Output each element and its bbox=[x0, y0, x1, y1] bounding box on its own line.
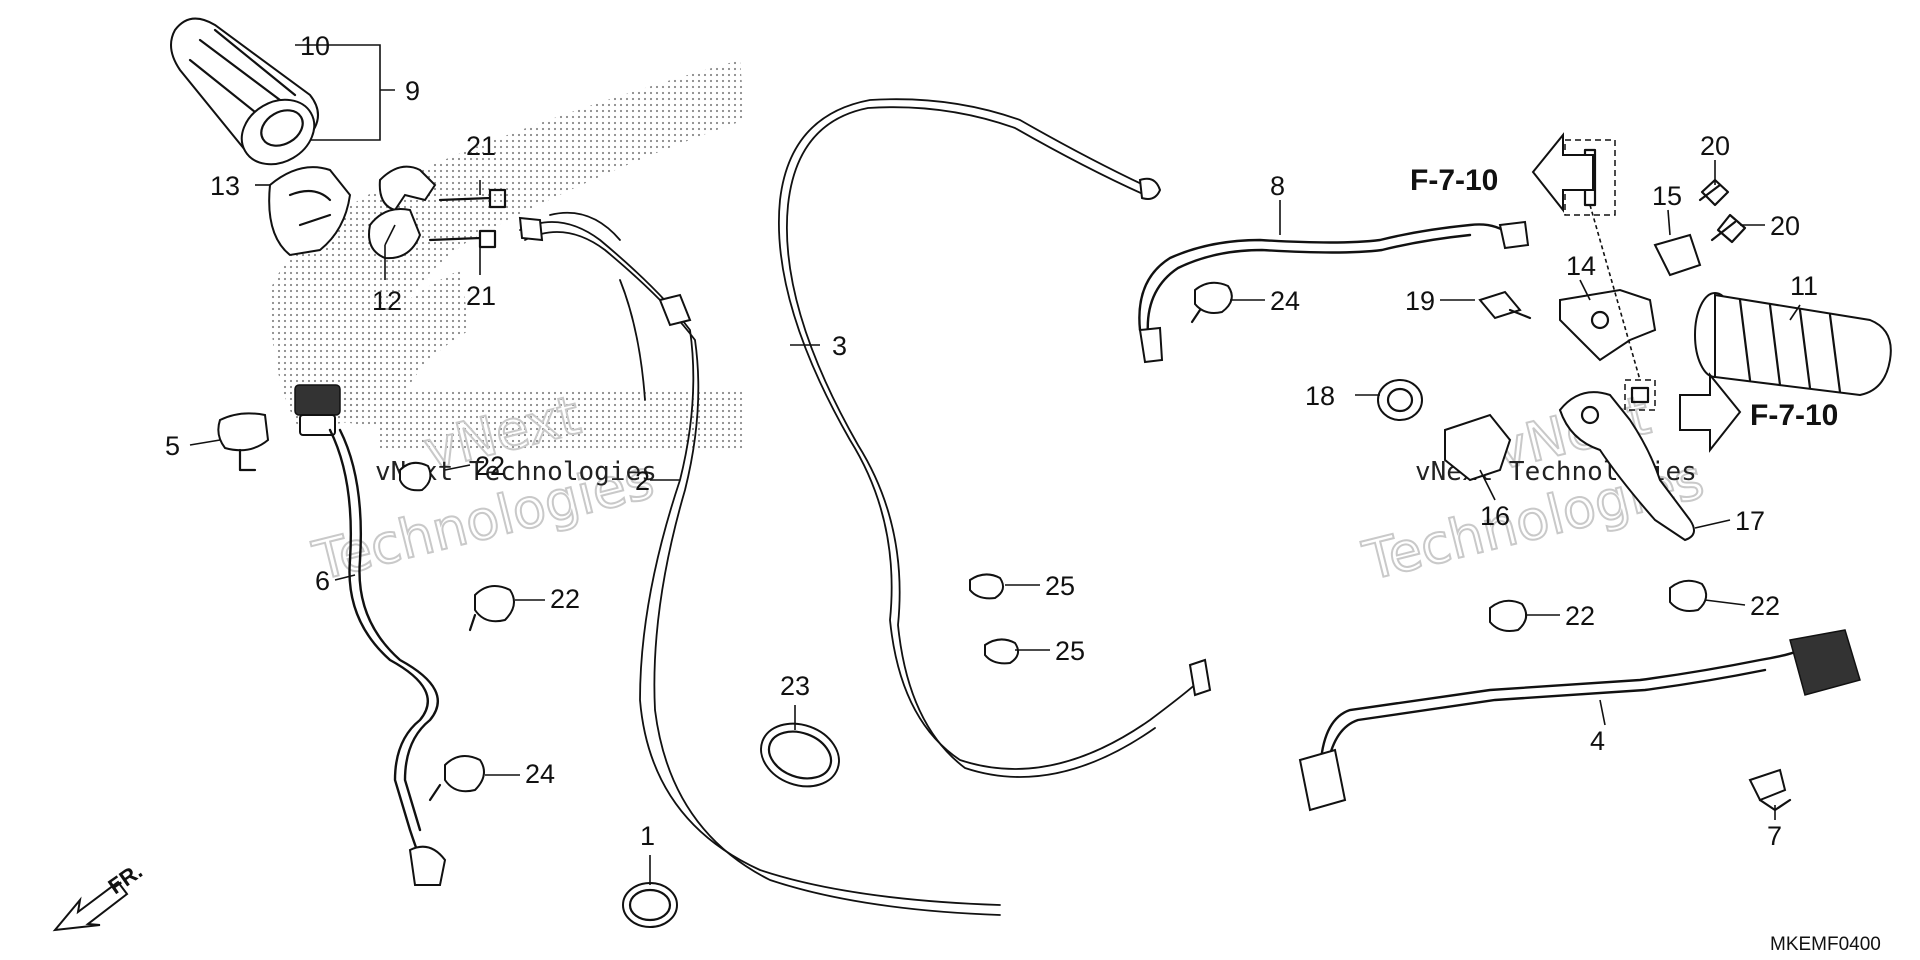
callout-9: 9 bbox=[405, 76, 420, 106]
bolt-part bbox=[1698, 178, 1747, 244]
callout-21-upper: 21 bbox=[466, 131, 496, 161]
callout-labels: 10 9 13 12 21 21 5 6 22 22 24 2 3 1 23 2… bbox=[104, 31, 1881, 955]
callout-10: 10 bbox=[300, 31, 330, 61]
callout-24-right: 24 bbox=[1270, 286, 1300, 316]
reference-arrow-lower bbox=[1679, 372, 1742, 453]
leader-lines bbox=[189, 44, 1801, 885]
cable-adjuster-part bbox=[1478, 290, 1532, 320]
callout-25-upper: 25 bbox=[1045, 571, 1075, 601]
kill-switch-part bbox=[217, 412, 270, 472]
front-direction-arrow bbox=[52, 880, 129, 932]
reference-arrow-upper bbox=[1531, 132, 1594, 213]
callout-25-lower: 25 bbox=[1055, 636, 1085, 666]
reference-label-lower: F-7-10 bbox=[1750, 399, 1838, 432]
callout-5: 5 bbox=[165, 431, 180, 461]
callout-19: 19 bbox=[1405, 286, 1435, 316]
callout-18: 18 bbox=[1305, 381, 1335, 411]
callout-22-left: 22 bbox=[550, 584, 580, 614]
cable-clamp-part bbox=[1489, 579, 1708, 632]
callout-8: 8 bbox=[1270, 171, 1285, 201]
callout-17: 17 bbox=[1735, 506, 1765, 536]
cable-clamp-part bbox=[1190, 281, 1233, 324]
lever-holder-part bbox=[1559, 288, 1657, 362]
cap-part bbox=[1377, 379, 1423, 421]
cable-band-part bbox=[760, 722, 840, 788]
cable-clip-part bbox=[1748, 768, 1792, 812]
callout-14: 14 bbox=[1566, 251, 1596, 281]
callout-3: 3 bbox=[832, 331, 847, 361]
background-logo bbox=[270, 60, 745, 450]
throttle-grip-part bbox=[170, 17, 319, 166]
callout-23: 23 bbox=[780, 671, 810, 701]
callout-22-far-right: 22 bbox=[1750, 591, 1780, 621]
callout-21-lower: 21 bbox=[466, 281, 496, 311]
right-grip-part bbox=[1694, 292, 1892, 397]
bracket-part bbox=[1653, 233, 1702, 277]
callout-12: 12 bbox=[372, 286, 402, 316]
cable-band-part bbox=[622, 882, 678, 928]
cable-clip-part bbox=[969, 573, 1020, 665]
reference-label-upper: F-7-10 bbox=[1410, 164, 1498, 197]
callout-20-upper: 20 bbox=[1700, 131, 1730, 161]
callout-22-right: 22 bbox=[1565, 601, 1595, 631]
housing-half-part bbox=[368, 165, 507, 260]
throttle-housing-part bbox=[268, 166, 352, 257]
callout-1: 1 bbox=[640, 821, 655, 851]
callout-6: 6 bbox=[315, 566, 330, 596]
diagram-code: MKEMF0400 bbox=[1770, 934, 1881, 955]
hot-start-lever-part bbox=[1558, 391, 1695, 542]
callout-24-left: 24 bbox=[525, 759, 555, 789]
callout-22-left-upper: 22 bbox=[475, 451, 505, 481]
throttle-cable-part bbox=[518, 211, 1001, 916]
callout-13: 13 bbox=[210, 171, 240, 201]
callout-20-lower: 20 bbox=[1770, 211, 1800, 241]
right-switch-harness-part bbox=[1298, 629, 1861, 812]
callout-11: 11 bbox=[1790, 271, 1818, 301]
switch-harness-part bbox=[294, 384, 447, 886]
callout-7: 7 bbox=[1767, 821, 1782, 851]
clutch-cable-part bbox=[777, 98, 1212, 778]
callout-16: 16 bbox=[1480, 501, 1510, 531]
callout-4: 4 bbox=[1590, 726, 1605, 756]
callout-15: 15 bbox=[1652, 181, 1682, 211]
cable-clamp-part bbox=[399, 461, 432, 492]
hot-start-cable-part bbox=[1138, 220, 1530, 364]
cable-clamp-part bbox=[468, 585, 515, 632]
switch-body-part bbox=[1444, 413, 1512, 482]
cable-clamp-part bbox=[428, 755, 485, 802]
callout-2: 2 bbox=[635, 466, 650, 496]
